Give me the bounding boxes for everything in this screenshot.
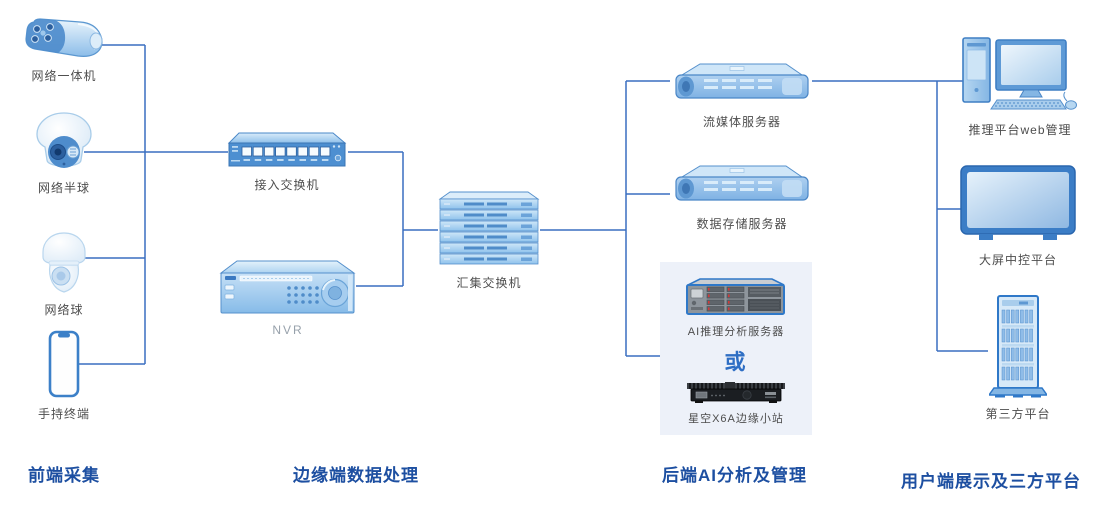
node-label: 网络一体机 (31, 69, 97, 83)
node-access-switch: 接入交换机 (224, 131, 350, 193)
node-dome-camera: 网络半球 (18, 112, 110, 196)
node-label: 汇集交换机 (456, 276, 522, 290)
server-tower-icon (989, 295, 1047, 398)
ai-or-edge-group: AI推理分析服务器 或 星空X6A边缘小站 (660, 262, 812, 435)
node-third-party-platform: 第三方平台 (960, 294, 1076, 422)
node-label: 网络半球 (37, 181, 90, 195)
node-label: 流媒体服务器 (702, 115, 781, 129)
node-label: 星空X6A边缘小站 (688, 413, 784, 425)
ai-inference-server-icon (686, 278, 785, 315)
nvr-icon (219, 260, 356, 314)
node-handheld-terminal: 手持终端 (18, 330, 110, 422)
or-text: 或 (724, 351, 748, 374)
storage-server-icon (675, 165, 809, 201)
node-label: 第三方平台 (985, 407, 1051, 421)
node-streaming-server: 流媒体服务器 (668, 60, 816, 130)
access-switch-icon (227, 132, 347, 167)
node-web-management: 推理平台web管理 (958, 34, 1082, 138)
node-nvr: NVR (218, 258, 358, 337)
section-title-edge: 边缘端数据处理 (293, 466, 419, 485)
desktop-pc-icon (962, 37, 1077, 110)
node-label: 接入交换机 (254, 178, 320, 192)
node-control-platform: 大屏中控平台 (956, 164, 1080, 268)
node-label: NVR (272, 323, 304, 337)
node-label: 网络球 (44, 303, 84, 317)
edge-station-icon (687, 382, 785, 403)
node-ptz-camera: 网络球 (20, 232, 108, 318)
dome-camera-icon (36, 112, 92, 168)
ptz-camera-icon (42, 232, 86, 293)
node-label: 推理平台web管理 (968, 123, 1072, 137)
node-bullet-camera: 网络一体机 (12, 16, 116, 84)
handheld-terminal-icon (48, 330, 80, 398)
big-screen-icon (960, 165, 1076, 240)
bullet-camera-icon (25, 18, 103, 57)
section-title-backend: 后端AI分析及管理 (662, 466, 807, 485)
section-title-client: 用户端展示及三方平台 (901, 472, 1081, 491)
node-aggregation-switch: 汇集交换机 (434, 191, 544, 291)
node-label: 大屏中控平台 (978, 253, 1057, 267)
node-label: AI推理分析服务器 (687, 326, 785, 338)
node-label: 数据存储服务器 (696, 217, 788, 231)
node-storage-server: 数据存储服务器 (668, 162, 816, 232)
aggregation-switch-icon (438, 191, 540, 265)
node-label: 手持终端 (37, 407, 90, 421)
streaming-server-icon (675, 63, 809, 99)
section-title-frontend: 前端采集 (28, 466, 100, 485)
